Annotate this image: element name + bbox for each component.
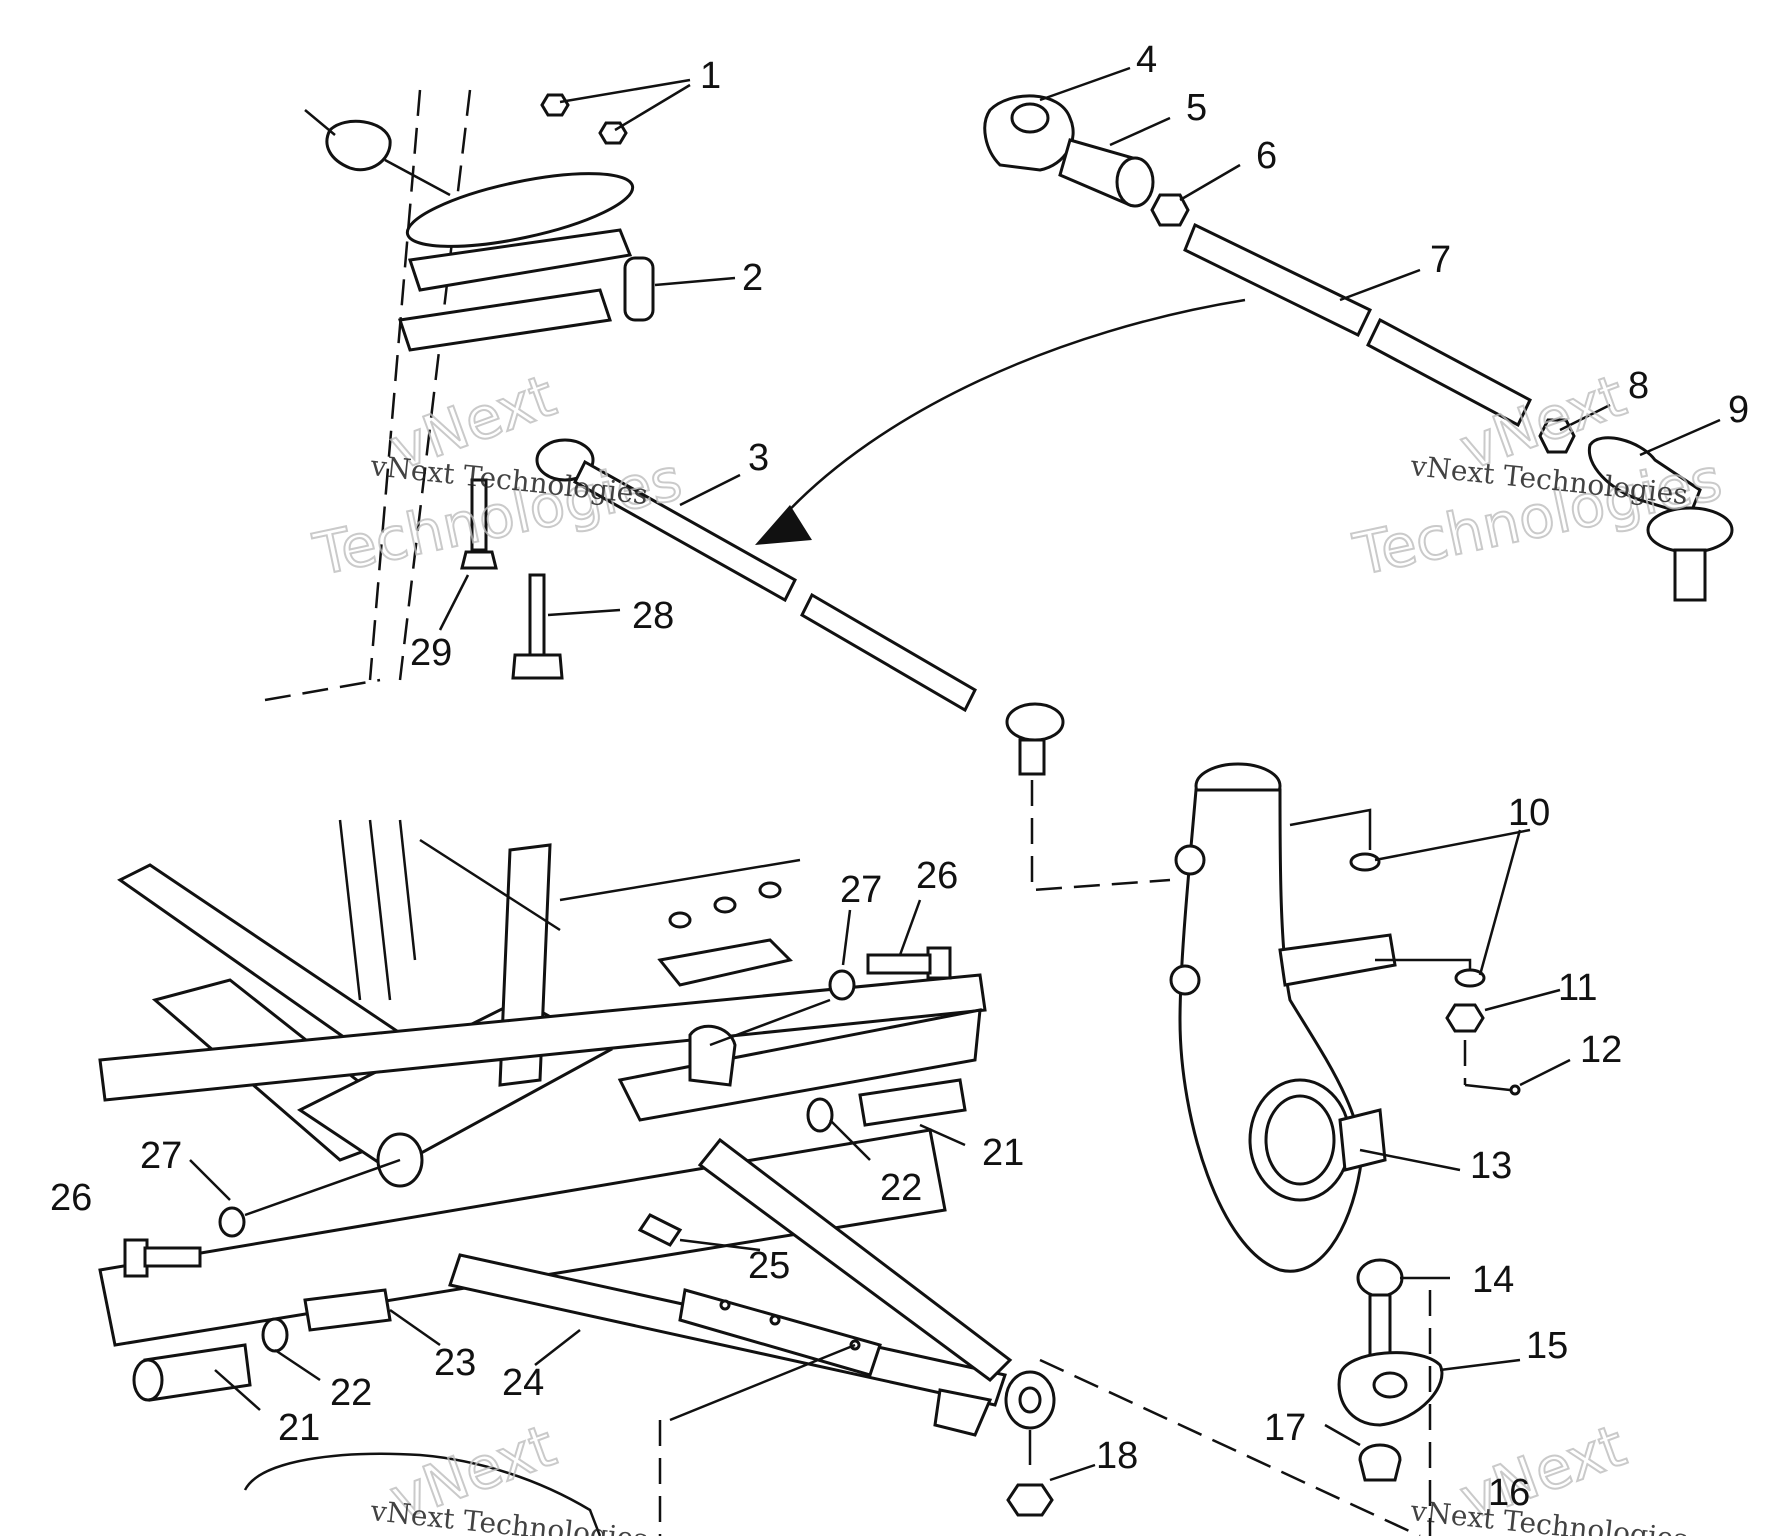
callout-24: 24 [502,1362,544,1404]
callout-12: 12 [1580,1029,1622,1071]
skid-plate-outline [243,1452,602,1536]
callout-1: 1 [700,55,721,97]
callout-4: 4 [1136,39,1157,81]
callout-8: 8 [1628,365,1649,407]
tie-rod-3 [535,438,1171,892]
callout-18: 18 [1096,1435,1138,1477]
steering-post-assembly [264,78,736,702]
nut-icon [1006,1483,1054,1517]
callout-3: 3 [748,437,769,479]
right-hardware [1324,828,1571,1536]
callout-21a: 21 [982,1132,1024,1174]
a-arm-24 [98,1128,1421,1536]
callout-27b: 27 [840,869,882,911]
callout-11: 11 [1558,967,1597,1009]
frame-section [98,819,987,1188]
curved-arrow-icon [779,298,1246,521]
callout-23: 23 [434,1342,476,1384]
callout-28: 28 [632,595,674,637]
callout-2: 2 [742,257,763,299]
callout-10: 10 [1508,792,1550,834]
callout-29: 29 [410,632,452,674]
callout-26b: 26 [916,855,958,897]
watermark-line-3: vNext Technologies [368,1494,649,1536]
arrowhead-icon [755,505,812,545]
pivot-hardware [123,899,1096,1517]
callout-15: 15 [1526,1325,1568,1367]
callout-25: 25 [748,1245,790,1287]
callout-5: 5 [1186,87,1207,129]
nut-icon [1445,1003,1485,1033]
callout-labels: 1 2 3 4 5 6 7 8 9 10 11 12 13 14 15 16 1… [50,39,1749,1514]
nut-icon [1150,193,1190,227]
callout-26a: 26 [50,1177,92,1219]
callout-21b: 21 [278,1407,320,1449]
callout-14: 14 [1472,1259,1514,1301]
bolt-icon [528,573,546,657]
callout-22a: 22 [880,1167,922,1209]
callout-17: 17 [1264,1407,1306,1449]
spindle-knuckle-13 [1169,762,1472,1273]
tie-rod-assembly [983,66,1734,602]
callout-13: 13 [1470,1145,1512,1187]
callout-27a: 27 [140,1135,182,1177]
nut-icon [540,93,570,117]
bolt-icon [470,478,488,552]
callout-16: 16 [1488,1472,1530,1514]
callout-9: 9 [1728,389,1749,431]
callout-22b: 22 [330,1372,372,1414]
callout-7: 7 [1430,239,1451,281]
callout-6: 6 [1256,135,1277,177]
